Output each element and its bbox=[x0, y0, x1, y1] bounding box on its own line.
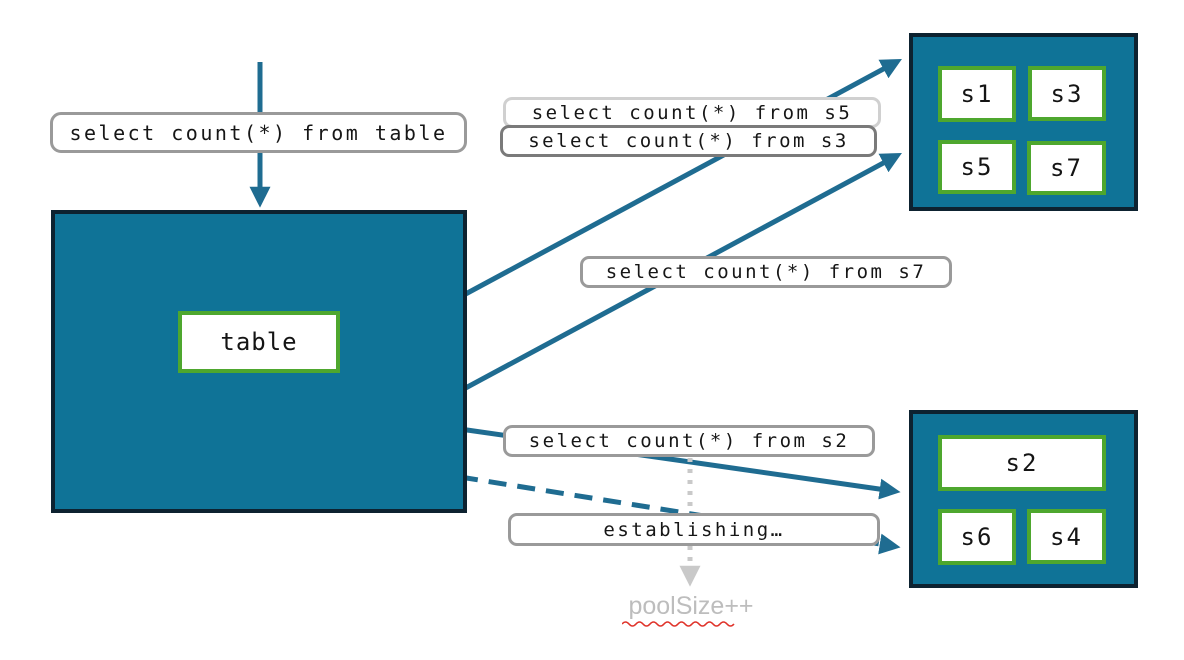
shard-s4-label: s4 bbox=[1050, 522, 1083, 551]
shard-s1-label: s1 bbox=[960, 80, 994, 108]
shard-s3-label: s3 bbox=[1050, 79, 1084, 108]
poolsize-note: poolSize++ bbox=[628, 592, 754, 620]
shard-s7-label: s7 bbox=[1050, 154, 1083, 182]
shard-s2-label: s2 bbox=[1005, 449, 1039, 477]
query-label-table: select count(*) from table bbox=[50, 112, 467, 153]
shard-s6-label: s6 bbox=[960, 523, 994, 551]
shard-s5-label: s5 bbox=[960, 153, 994, 181]
table-label: table bbox=[220, 328, 298, 356]
query-label-s3: select count(*) from s3 bbox=[500, 125, 877, 157]
shard-s7: s7 bbox=[1027, 141, 1106, 195]
query-label-s5: select count(*) from s5 bbox=[503, 97, 881, 128]
shard-s2: s2 bbox=[938, 435, 1106, 491]
shard-s5: s5 bbox=[938, 140, 1016, 194]
shard-s4: s4 bbox=[1027, 509, 1106, 564]
shard-s1: s1 bbox=[938, 66, 1016, 122]
query-label-s7: select count(*) from s7 bbox=[580, 256, 952, 288]
table-label-box: table bbox=[178, 311, 340, 373]
establishing-label: establishing… bbox=[508, 513, 880, 546]
query-label-s2: select count(*) from s2 bbox=[503, 425, 875, 457]
shard-s6: s6 bbox=[938, 509, 1016, 565]
shard-s3: s3 bbox=[1028, 66, 1106, 121]
spellcheck-squiggle bbox=[622, 621, 735, 627]
